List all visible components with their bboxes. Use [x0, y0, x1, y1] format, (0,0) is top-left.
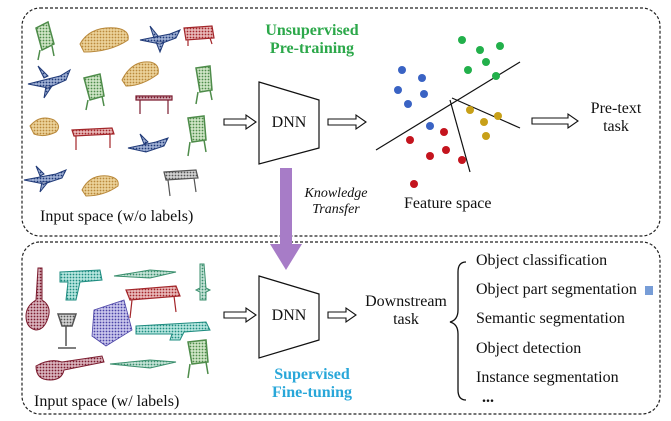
top-input-label: Input space (w/o labels) — [40, 208, 194, 225]
airplane-icon — [23, 165, 68, 193]
chair-icon — [187, 339, 209, 379]
knowledge-transfer-arrow — [270, 168, 302, 270]
dnn-block-top — [258, 81, 320, 165]
downstream-line2: task — [393, 311, 419, 329]
arrow-dnn-to-feature — [327, 113, 367, 131]
task-item: Semantic segmentation — [476, 310, 625, 327]
knowledge-transfer-line1: Knowledge — [304, 186, 368, 201]
bottom-input-label: Input space (w/ labels) — [34, 393, 180, 410]
decision-boundary-line — [449, 99, 471, 173]
table-icon — [71, 127, 115, 150]
chair-icon — [195, 65, 213, 105]
task-item: Object classification — [476, 252, 608, 269]
pistol-icon — [59, 269, 103, 301]
top-dnn-label: DNN — [271, 114, 307, 131]
dagger-icon — [194, 263, 212, 301]
table-icon — [135, 95, 173, 114]
knowledge-transfer-label: Knowledge Transfer — [294, 186, 378, 218]
feature-space-label: Feature space — [404, 195, 492, 212]
marker-square-icon — [645, 286, 653, 295]
knife-icon — [109, 359, 177, 369]
decision-boundary-line — [451, 97, 521, 129]
room-point-cloud-icon — [91, 299, 133, 347]
finetuning-panel — [21, 241, 661, 415]
arrow-feature-to-pretext — [531, 112, 579, 130]
arrow-dnn-to-downstream — [327, 306, 357, 324]
airplane-icon — [139, 25, 182, 54]
guitar-icon — [35, 355, 105, 381]
pretext-line1: Pre-text — [590, 100, 642, 117]
pretraining-title-line1: Unsupervised — [265, 22, 359, 39]
chair-icon — [187, 115, 207, 157]
task-item: Object detection — [476, 340, 582, 357]
top-point-cloud-objects — [23, 20, 215, 197]
car-icon — [79, 27, 129, 53]
dnn-block-bottom — [258, 275, 320, 359]
bottom-dnn-label: DNN — [271, 307, 307, 324]
arrow-input-to-dnn-bottom — [223, 306, 257, 324]
pretraining-title-line2: Pre-training — [269, 40, 355, 58]
rifle-icon — [135, 321, 211, 341]
chair-icon — [83, 73, 105, 111]
lamp-icon — [56, 313, 78, 349]
guitar-icon — [25, 267, 50, 331]
table-icon — [125, 285, 181, 319]
airplane-icon — [127, 133, 169, 153]
chair-icon — [35, 20, 55, 61]
knowledge-transfer-line2: Transfer — [312, 202, 360, 218]
blue-cluster — [394, 66, 434, 130]
gold-cluster — [466, 106, 502, 140]
bench-icon — [183, 25, 215, 46]
task-item-ellipsis: ... — [482, 389, 494, 406]
pretext-line2: task — [603, 118, 629, 136]
bottom-point-cloud-objects — [25, 263, 212, 381]
pretraining-panel — [21, 7, 661, 237]
finetuning-title-line1: Supervised — [274, 366, 350, 383]
task-item: Object part segmentation — [476, 281, 637, 298]
green-cluster — [458, 36, 504, 80]
downstream-task-label: Downstream task — [358, 293, 454, 330]
table-icon — [163, 169, 199, 197]
airplane-icon — [27, 65, 72, 99]
knife-icon — [113, 269, 177, 279]
pretext-task-label: Pre-text task — [578, 100, 654, 137]
arrow-input-to-dnn-top — [223, 113, 257, 131]
red-cluster — [406, 128, 466, 188]
pretraining-title: Unsupervised Pre-training — [248, 22, 376, 59]
car-icon — [81, 175, 119, 197]
lamp-icon — [29, 117, 60, 137]
task-brace — [449, 261, 467, 401]
car-icon — [121, 61, 159, 87]
feature-space-plot — [375, 36, 521, 188]
task-item: Instance segmentation — [476, 369, 619, 386]
downstream-line1: Downstream — [365, 293, 447, 310]
finetuning-title-line2: Fine-tuning — [271, 384, 352, 402]
finetuning-title: Supervised Fine-tuning — [250, 366, 374, 403]
